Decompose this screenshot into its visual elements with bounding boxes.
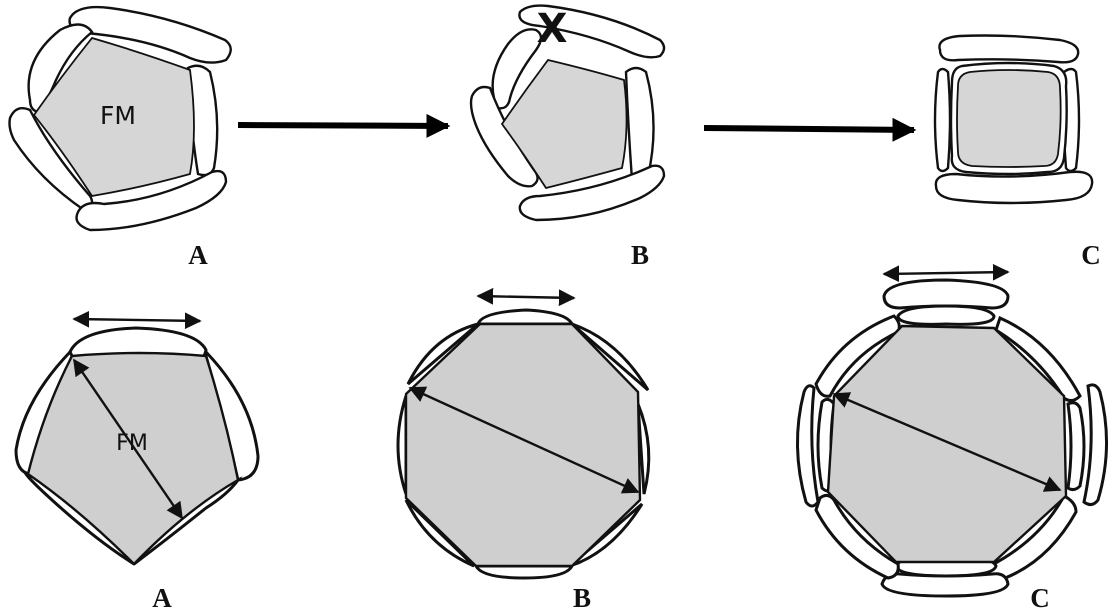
top-c-diagram — [933, 34, 1094, 205]
top-b-segment-top — [518, 4, 666, 59]
top-b-segment-left — [469, 85, 539, 188]
top-b-segment-right — [624, 66, 655, 183]
removed-segment-mark: X — [537, 6, 568, 52]
top-b-diagram: X — [469, 4, 666, 222]
bottom-b-core — [404, 322, 642, 568]
bottom-b-diagram — [396, 287, 651, 580]
bottom-b-segment-top — [475, 308, 575, 326]
label-top-c: C — [1081, 240, 1101, 270]
bottom-c-segment-upper-right — [994, 315, 1082, 403]
bottom-c-width-arrow — [882, 263, 1010, 283]
top-b-segment-bottom — [518, 164, 666, 222]
fm-label-top: FM — [100, 101, 136, 130]
bottom-c-segment-left-outer — [795, 384, 820, 508]
label-top-a: A — [188, 240, 208, 270]
bottom-c-segment-bottom-outer — [880, 572, 1010, 598]
flow-arrow-a-to-b — [237, 113, 451, 138]
bottom-a-diameter-arrow — [73, 358, 183, 520]
top-a-core — [32, 36, 195, 197]
bottom-b-segment-upper-left — [406, 322, 479, 386]
bottom-a-width-arrow — [72, 310, 202, 330]
fm-label-bottom: FM — [116, 431, 148, 456]
top-c-segment-left — [933, 67, 952, 173]
bottom-b-segment-upper-right — [571, 322, 650, 392]
bottom-c-diagram — [795, 263, 1109, 598]
bottom-b-width-arrow — [476, 287, 576, 307]
top-a-segment-top — [68, 5, 232, 64]
label-bottom-c: C — [1030, 583, 1050, 613]
top-b-core — [500, 58, 628, 190]
top-c-segment-top — [938, 34, 1080, 64]
top-a-diagram: FM — [8, 5, 232, 232]
bottom-b-segment-bottom — [473, 564, 575, 580]
top-c-segment-bottom — [934, 170, 1094, 205]
label-top-b: B — [631, 240, 649, 270]
bottom-a-core — [26, 351, 240, 566]
bottom-b-diameter-arrow — [408, 386, 640, 494]
bottom-b-segment-right — [636, 403, 651, 495]
top-a-segment-bottom — [75, 169, 228, 232]
bottom-b-segment-lower-left — [404, 498, 476, 568]
bottom-a-diagram: FM — [14, 310, 260, 566]
bottom-c-segment-right-outer — [1082, 383, 1109, 507]
flow-arrow-b-to-c — [703, 117, 917, 142]
label-bottom-b: B — [573, 583, 591, 613]
bottom-c-segment-right-inner — [1066, 401, 1086, 492]
bottom-c-core — [826, 324, 1068, 564]
top-c-core — [956, 69, 1062, 168]
bottom-c-diameter-arrow — [832, 392, 1062, 492]
label-bottom-a: A — [152, 583, 172, 613]
bottom-c-segment-top-outer — [882, 278, 1010, 310]
bottom-c-segment-top-inner — [896, 304, 996, 326]
